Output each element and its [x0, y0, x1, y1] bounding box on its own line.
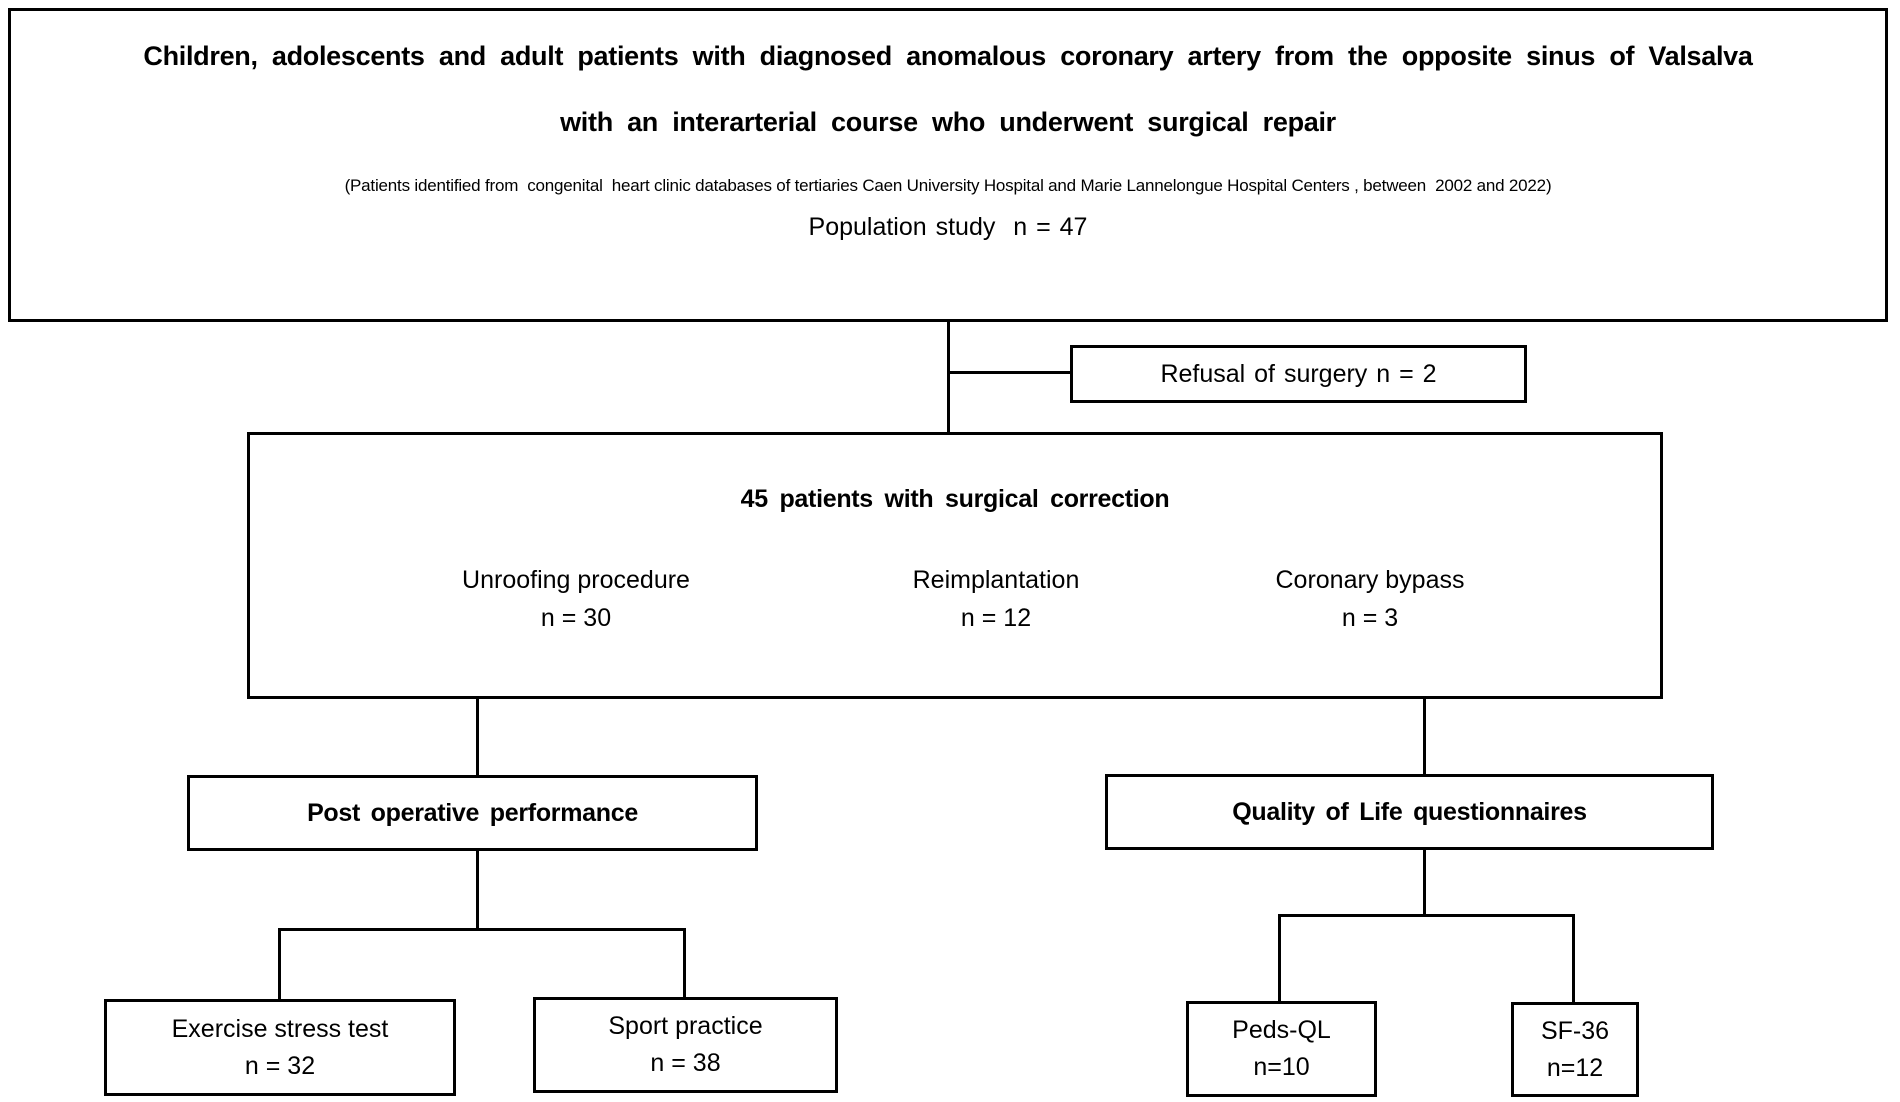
connector-main-to-postop — [476, 699, 479, 775]
connector-postop-down — [476, 851, 479, 931]
peds-ql-box: Peds-QL n=10 — [1186, 1001, 1377, 1097]
leaf-label: Exercise stress test — [171, 1014, 389, 1043]
connector-top-to-main — [947, 322, 950, 432]
procedure-label: Unroofing procedure — [462, 566, 690, 594]
surgical-correction-box: 45 patients with surgical correction Unr… — [247, 432, 1663, 699]
connector-main-to-qol — [1423, 699, 1426, 774]
procedure-count: n = 3 — [1341, 604, 1399, 632]
connector-to-refusal — [950, 371, 1070, 374]
leaf-count: n = 32 — [244, 1051, 316, 1080]
population-box: Children, adolescents and adult patients… — [8, 8, 1888, 322]
branch-right-horizontal — [1278, 914, 1575, 917]
surgical-correction-title: 45 patients with surgical correction — [740, 485, 1170, 513]
procedure-count: n = 12 — [960, 604, 1032, 632]
study-source-note: (Patients identified from congenital hea… — [344, 176, 1552, 195]
sport-practice-box: Sport practice n = 38 — [533, 997, 838, 1093]
connector-to-sport — [683, 928, 686, 997]
connector-to-pedsql — [1278, 914, 1281, 1001]
connector-qol-down — [1423, 850, 1426, 917]
sf-36-box: SF-36 n=12 — [1511, 1002, 1639, 1097]
procedure-count: n = 30 — [540, 604, 612, 632]
leaf-count: n=10 — [1253, 1053, 1310, 1081]
procedure-label: Reimplantation — [912, 566, 1080, 594]
leaf-label: Peds-QL — [1232, 1016, 1331, 1044]
study-title-line-2: with an interarterial course who underwe… — [560, 107, 1336, 137]
leaf-count: n = 38 — [650, 1049, 721, 1077]
refusal-label: Refusal of surgery n = 2 — [1160, 359, 1437, 388]
study-title-line-1: Children, adolescents and adult patients… — [143, 41, 1753, 71]
procedure-coronary-bypass: Coronary bypass n = 3 — [1190, 561, 1550, 637]
population-count: Population study n = 47 — [808, 213, 1088, 241]
qol-label: Quality of Life questionnaires — [1232, 797, 1587, 826]
postop-label: Post operative performance — [307, 798, 638, 827]
leaf-count: n=12 — [1546, 1053, 1604, 1082]
connector-to-exercise — [278, 928, 281, 999]
postop-performance-box: Post operative performance — [187, 775, 758, 851]
branch-left-horizontal — [278, 928, 686, 931]
procedure-label: Coronary bypass — [1275, 566, 1465, 594]
procedure-reimplantation: Reimplantation n = 12 — [816, 561, 1176, 637]
leaf-label: Sport practice — [608, 1012, 763, 1040]
refusal-box: Refusal of surgery n = 2 — [1070, 345, 1527, 403]
quality-of-life-box: Quality of Life questionnaires — [1105, 774, 1714, 850]
leaf-label: SF-36 — [1540, 1016, 1610, 1045]
connector-to-sf36 — [1572, 914, 1575, 1002]
procedure-unroofing: Unroofing procedure n = 30 — [396, 561, 756, 637]
exercise-stress-test-box: Exercise stress test n = 32 — [104, 999, 456, 1096]
